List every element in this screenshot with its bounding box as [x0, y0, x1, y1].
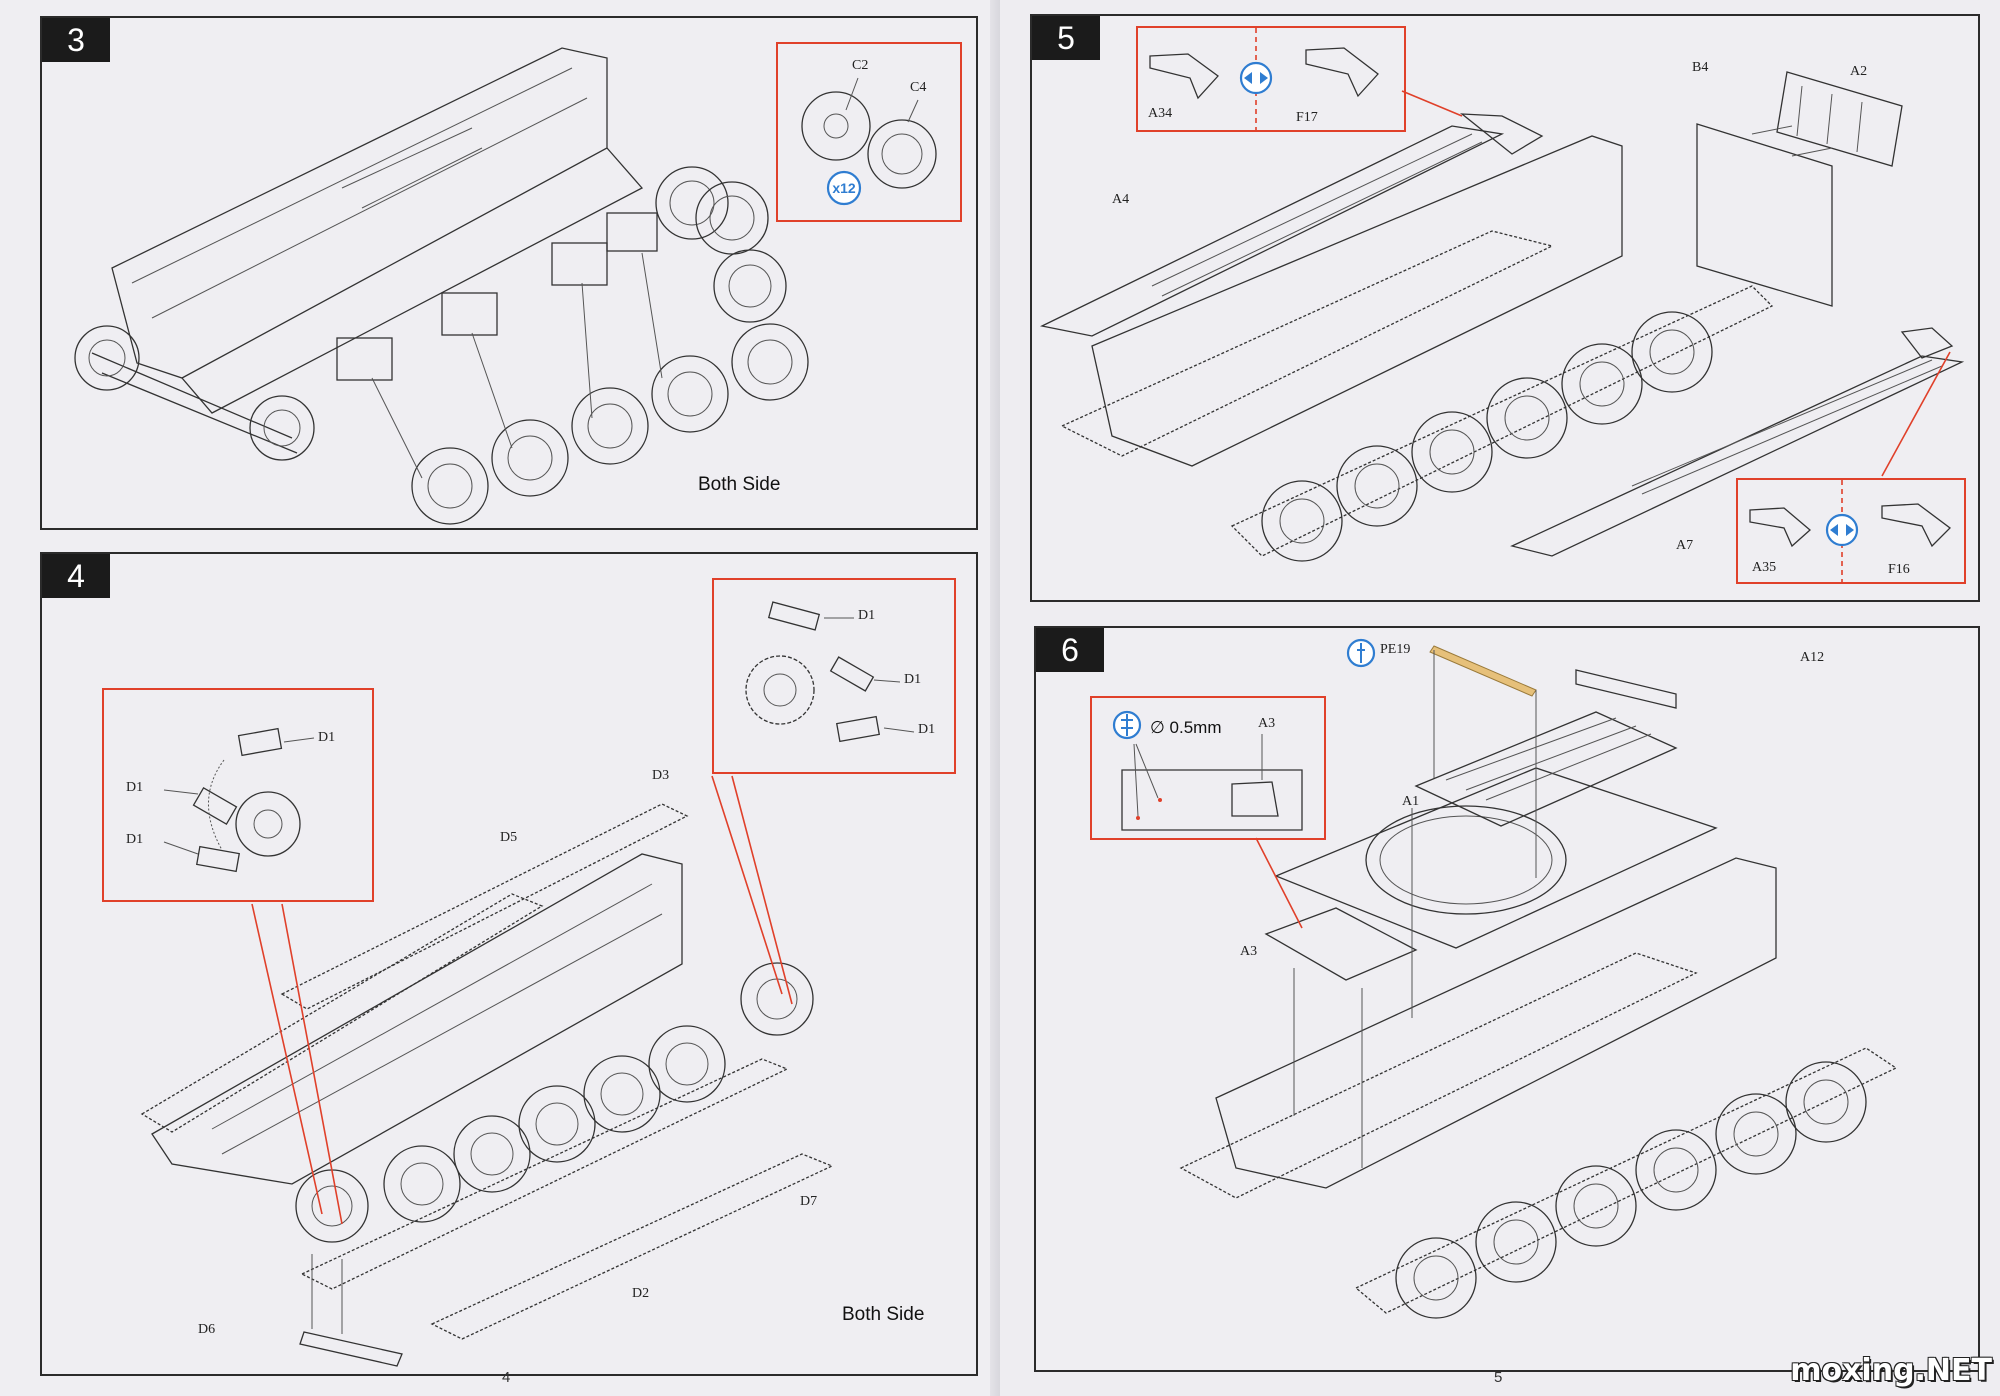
- part-label-d3: D3: [652, 768, 670, 783]
- fender-tip-options-drawing: [1749, 480, 1951, 586]
- right-page: 5: [1000, 0, 2000, 1396]
- part-label-a35: A35: [1752, 560, 1777, 575]
- hull-with-deck-illustration: [1179, 645, 1898, 1319]
- step-3-panel: 3: [40, 16, 978, 530]
- photo-etch-icon: [1346, 638, 1376, 668]
- drill-size-label: ∅ 0.5mm: [1150, 718, 1222, 737]
- part-label-a2: A2: [1850, 64, 1868, 79]
- left-page: 3: [40, 16, 978, 1386]
- both-side-note: Both Side: [698, 474, 781, 495]
- part-label-d1: D1: [126, 832, 144, 847]
- part-label-a12: A12: [1800, 650, 1825, 665]
- fender-tip-options-drawing: [1149, 28, 1379, 134]
- part-label-a1: A1: [1402, 794, 1420, 809]
- part-label-a3: A3: [1258, 716, 1276, 731]
- step-number: 5: [1032, 16, 1100, 60]
- part-label-a3: A3: [1240, 944, 1258, 959]
- part-label-a7: A7: [1676, 538, 1694, 553]
- part-label-d1: D1: [904, 672, 922, 687]
- part-label-d1: D1: [858, 608, 876, 623]
- part-label-d1: D1: [318, 730, 336, 745]
- step-number: 3: [42, 18, 110, 62]
- step-4-panel: 4 D3 D5 D7: [40, 552, 978, 1376]
- page-number: 4: [502, 1369, 511, 1386]
- part-label-d1: D1: [918, 722, 936, 737]
- part-label-d5: D5: [500, 830, 518, 845]
- quantity-badge: x12: [832, 180, 856, 196]
- part-label-d6: D6: [198, 1322, 216, 1337]
- step-number: 6: [1036, 628, 1104, 672]
- wheel-pair-drawing: x12: [801, 77, 937, 206]
- step-6-panel: 6: [1034, 626, 1980, 1372]
- fender-tip-rear-detail-callout: A35 F16: [1736, 478, 1966, 586]
- part-label-pe19: PE19: [1380, 642, 1411, 657]
- part-label-a4: A4: [1112, 192, 1130, 207]
- step-number: 4: [42, 554, 110, 598]
- part-label-f16: F16: [1888, 562, 1910, 577]
- part-label-b4: B4: [1692, 60, 1709, 75]
- hull-with-tracks-illustration: [140, 775, 834, 1367]
- sprocket-with-track-links-drawing: [745, 601, 915, 743]
- part-label-d2: D2: [632, 1286, 650, 1301]
- part-label-a34: A34: [1148, 106, 1173, 121]
- fender-tip-front-detail-callout: A34 F17: [1136, 26, 1406, 134]
- page-number: 5: [1494, 1369, 1503, 1386]
- part-label-c2: C2: [852, 58, 869, 73]
- hull-with-wheels-illustration: [74, 47, 809, 525]
- part-label-d7: D7: [800, 1194, 818, 1209]
- sprocket-track-detail-callout: D1 D1 D1: [712, 578, 956, 774]
- hull-with-fenders-illustration: [1039, 71, 1965, 562]
- idler-track-detail-callout: D1 D1 D1: [102, 688, 374, 902]
- wheel-detail-callout: x12 C2 C4: [776, 42, 962, 222]
- plate-with-holes-drawing: [1121, 734, 1303, 831]
- part-label-d1: D1: [126, 780, 144, 795]
- idler-with-track-links-drawing: [163, 727, 315, 873]
- drill-hole-detail-callout: ∅ 0.5mm A3: [1090, 696, 1326, 840]
- step-5-panel: 5: [1030, 14, 1980, 602]
- part-label-f17: F17: [1296, 110, 1318, 125]
- part-label-c4: C4: [910, 80, 927, 95]
- drill-icon: [1112, 710, 1142, 740]
- watermark: moxing.NET: [1790, 1353, 1992, 1388]
- both-side-note: Both Side: [842, 1304, 925, 1325]
